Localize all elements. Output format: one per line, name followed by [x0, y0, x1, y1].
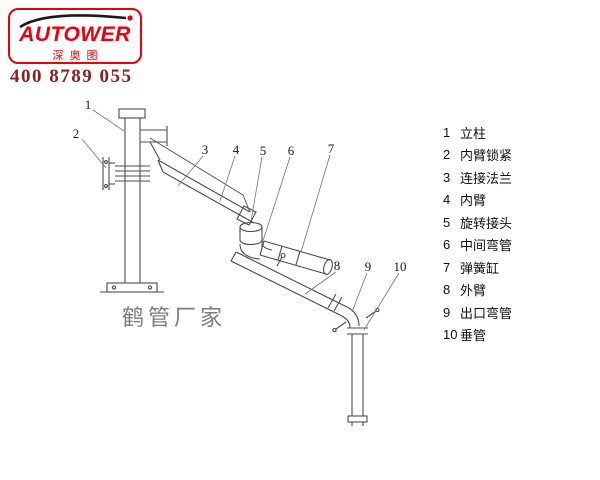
- legend-item-4: 4 内臂: [443, 189, 512, 212]
- legend-number: 1: [443, 124, 451, 140]
- legend-label: 垂管: [460, 328, 487, 344]
- callout-number-9: 9: [365, 259, 372, 274]
- brand-logo: AUTOWER 深奥图: [8, 8, 142, 64]
- column: [100, 108, 164, 293]
- legend-label: 外臂: [460, 283, 487, 299]
- legend-item-2: 2 内臂锁紧: [443, 144, 512, 167]
- legend-item-6: 6 中间弯管: [443, 234, 512, 257]
- legend-item-1: 1 立柱: [443, 121, 512, 144]
- legend-number: 2: [443, 147, 451, 163]
- outlet-elbow: [332, 306, 380, 335]
- callout-numbers: 1 2 3 4 5 6 7 8 9 10: [73, 97, 407, 274]
- brand-subtitle: 深奥图: [52, 50, 104, 62]
- legend-item-5: 5 旋转接头: [443, 211, 512, 234]
- brand-name: AUTOWER: [19, 23, 131, 46]
- callout-number-6: 6: [288, 143, 295, 158]
- callout-number-10: 10: [394, 259, 407, 274]
- legend-label: 立柱: [460, 125, 487, 141]
- callout-number-3: 3: [202, 142, 209, 157]
- legend-number: 8: [443, 282, 451, 298]
- spring-cylinder: [259, 240, 333, 275]
- drop-pipe: [347, 334, 368, 426]
- legend-number: 5: [443, 214, 451, 230]
- legend-number: 10: [443, 327, 458, 343]
- top-assembly: [140, 126, 168, 161]
- legend-label: 中间弯管: [460, 238, 513, 254]
- legend-label: 旋转接头: [460, 215, 513, 231]
- watermark-text: 鹤管厂家: [122, 305, 227, 330]
- legend-label: 内臂锁紧: [460, 148, 513, 164]
- legend-number: 7: [443, 259, 451, 275]
- rotary-joint: [236, 205, 263, 246]
- callout-number-8: 8: [334, 258, 341, 273]
- legend-item-7: 7 弹簧缸: [443, 256, 512, 279]
- legend-label: 出口弯管: [460, 305, 513, 321]
- legend-label: 弹簧缸: [460, 260, 500, 276]
- phone-number: 400 8789 055: [10, 66, 133, 87]
- callout-number-1: 1: [85, 97, 92, 112]
- legend-item-10: 10 垂管: [443, 324, 512, 347]
- callout-number-7: 7: [328, 141, 335, 156]
- legend-item-9: 9 出口弯管: [443, 301, 512, 324]
- legend-label: 连接法兰: [460, 170, 513, 186]
- legend-label: 内臂: [460, 193, 487, 209]
- callout-number-2: 2: [73, 126, 80, 141]
- callout-number-5: 5: [260, 143, 267, 158]
- legend-item-8: 8 外臂: [443, 279, 512, 302]
- legend-item-3: 3 连接法兰: [443, 166, 512, 189]
- legend-number: 9: [443, 304, 451, 320]
- outer-arm: [230, 251, 348, 317]
- legend-number: 3: [443, 169, 451, 185]
- legend-number: 6: [443, 237, 451, 253]
- parts-legend: 1 立柱 2 内臂锁紧 3 连接法兰 4 内臂 5 旋转接头 6 中间弯管 7 …: [443, 121, 512, 346]
- legend-number: 4: [443, 192, 451, 208]
- lock-flange: [102, 157, 115, 190]
- callout-number-4: 4: [233, 142, 240, 157]
- outlet-swivel: [327, 293, 343, 312]
- logo-swoosh-icon: [19, 14, 133, 29]
- leader-lines: [81, 109, 400, 331]
